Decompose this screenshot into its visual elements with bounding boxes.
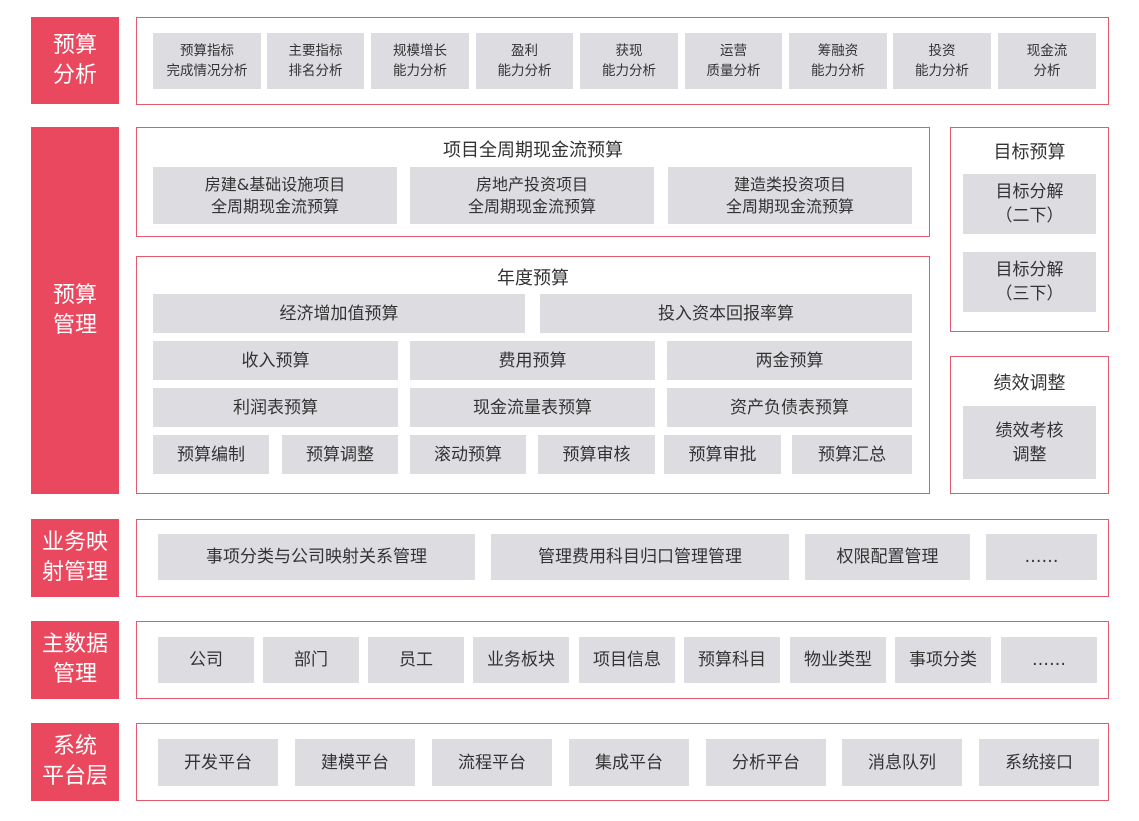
mapping-item[interactable]: 管理费用科目归口管理管理 <box>491 534 789 580</box>
lifecycle-item[interactable]: 房建&基础设施项目 全周期现金流预算 <box>153 167 397 224</box>
annual-item[interactable]: 利润表预算 <box>153 388 398 427</box>
annual-item[interactable]: 滚动预算 <box>410 435 526 474</box>
annual-item[interactable]: 预算审核 <box>538 435 655 474</box>
lifecycle-item[interactable]: 建造类投资项目 全周期现金流预算 <box>668 167 912 224</box>
analysis-item[interactable]: 运营 质量分析 <box>685 33 782 89</box>
master-item[interactable]: 事项分类 <box>895 637 991 683</box>
mapping-item[interactable]: …… <box>986 534 1097 580</box>
master-item[interactable]: 员工 <box>368 637 464 683</box>
annual-item[interactable]: 费用预算 <box>410 341 655 380</box>
master-item[interactable]: 项目信息 <box>579 637 675 683</box>
master-item[interactable]: …… <box>1001 637 1097 683</box>
row-label-master: 主数据 管理 <box>31 621 119 699</box>
master-item[interactable]: 部门 <box>263 637 359 683</box>
platform-item[interactable]: 集成平台 <box>569 739 689 786</box>
lifecycle-item[interactable]: 房地产投资项目 全周期现金流预算 <box>410 167 654 224</box>
row-label-management: 预算 管理 <box>31 127 119 494</box>
performance-item[interactable]: 绩效考核 调整 <box>963 406 1096 479</box>
annual-item[interactable]: 预算审批 <box>664 435 781 474</box>
analysis-item[interactable]: 盈利 能力分析 <box>476 33 573 89</box>
analysis-item[interactable]: 主要指标 排名分析 <box>267 33 364 89</box>
annual-item[interactable]: 预算调整 <box>282 435 398 474</box>
analysis-item[interactable]: 规模增长 能力分析 <box>371 33 469 89</box>
annual-item[interactable]: 经济增加值预算 <box>153 294 525 333</box>
target-item[interactable]: 目标分解 （三下） <box>963 252 1096 312</box>
target-title: 目标预算 <box>993 142 1066 163</box>
mapping-item[interactable]: 事项分类与公司映射关系管理 <box>158 534 475 580</box>
platform-item[interactable]: 分析平台 <box>706 739 826 786</box>
master-item[interactable]: 业务板块 <box>473 637 569 683</box>
mapping-item[interactable]: 权限配置管理 <box>805 534 970 580</box>
platform-item[interactable]: 流程平台 <box>432 739 552 786</box>
master-item[interactable]: 公司 <box>158 637 254 683</box>
annual-item[interactable]: 收入预算 <box>153 341 398 380</box>
analysis-item[interactable]: 筹融资 能力分析 <box>789 33 887 89</box>
platform-item[interactable]: 消息队列 <box>842 739 962 786</box>
master-item[interactable]: 物业类型 <box>790 637 886 683</box>
master-item[interactable]: 预算科目 <box>684 637 780 683</box>
row-label-analysis: 预算 分析 <box>31 17 119 104</box>
analysis-item[interactable]: 现金流 分析 <box>998 33 1096 89</box>
target-item[interactable]: 目标分解 （二下） <box>963 174 1096 234</box>
analysis-item[interactable]: 投资 能力分析 <box>893 33 991 89</box>
annual-item[interactable]: 预算汇总 <box>792 435 912 474</box>
annual-item[interactable]: 预算编制 <box>153 435 269 474</box>
row-label-platform: 系统 平台层 <box>31 723 119 801</box>
platform-item[interactable]: 系统接口 <box>979 739 1099 786</box>
analysis-item[interactable]: 预算指标 完成情况分析 <box>153 33 261 89</box>
analysis-item[interactable]: 获现 能力分析 <box>580 33 678 89</box>
annual-title: 年度预算 <box>497 268 569 289</box>
row-label-mapping: 业务映 射管理 <box>31 519 119 597</box>
annual-item[interactable]: 现金流量表预算 <box>410 388 655 427</box>
annual-item[interactable]: 两金预算 <box>667 341 912 380</box>
annual-item[interactable]: 资产负债表预算 <box>667 388 912 427</box>
annual-item[interactable]: 投入资本回报率算 <box>540 294 912 333</box>
platform-item[interactable]: 开发平台 <box>158 739 278 786</box>
performance-title: 绩效调整 <box>993 373 1066 394</box>
lifecycle-title: 项目全周期现金流预算 <box>443 140 623 161</box>
platform-item[interactable]: 建模平台 <box>295 739 415 786</box>
